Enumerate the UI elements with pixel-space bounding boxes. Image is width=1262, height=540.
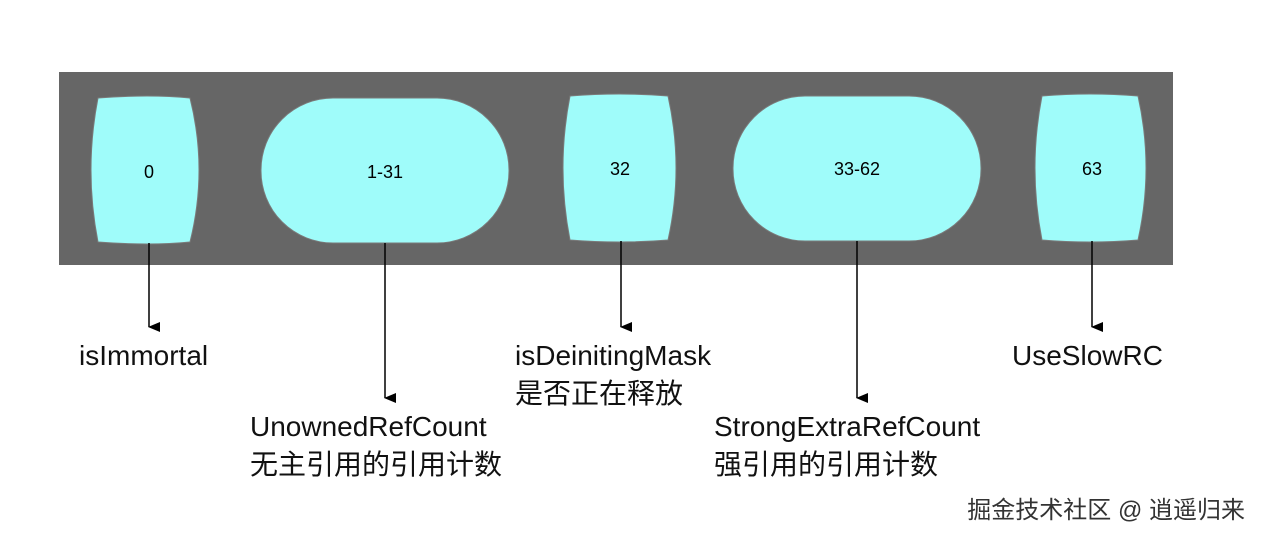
field-label-strong-extra-refcount-cn: 强引用的引用计数	[714, 449, 938, 480]
watermark: 掘金技术社区 @ 逍遥归来	[967, 497, 1245, 524]
field-bits-63: 63	[1082, 159, 1102, 179]
field-label-unowned-refcount-cn: 无主引用的引用计数	[250, 449, 502, 480]
field-label-is-deiniting-mask-cn: 是否正在释放	[515, 378, 683, 409]
field-label-is-immortal: isImmortal	[79, 340, 208, 371]
field-label-unowned-refcount: UnownedRefCount	[250, 411, 487, 442]
field-bits-1-31: 1-31	[367, 162, 403, 182]
field-label-use-slow-rc: UseSlowRC	[1012, 340, 1163, 371]
field-bits-33-62: 33-62	[834, 159, 880, 179]
field-label-is-deiniting-mask: isDeinitingMask	[515, 340, 712, 371]
field-shape-bit-0	[90, 95, 200, 245]
field-bits-0: 0	[144, 162, 154, 182]
field-label-strong-extra-refcount: StrongExtraRefCount	[714, 411, 980, 442]
field-shape-bit-63	[1034, 93, 1147, 243]
field-shape-bit-32	[562, 93, 677, 243]
field-bits-32: 32	[610, 159, 630, 179]
